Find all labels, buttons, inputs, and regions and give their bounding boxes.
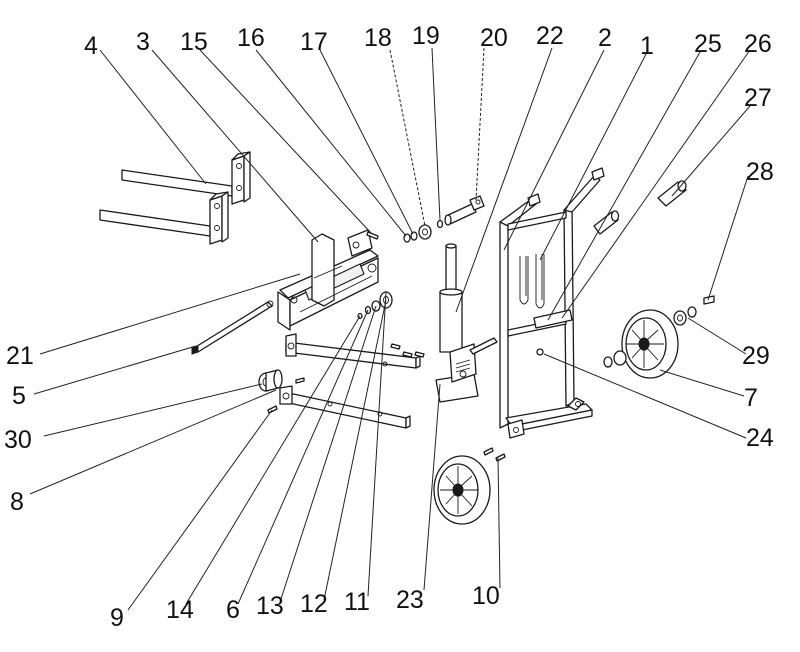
part-left-wheel <box>433 455 491 525</box>
part-27-grip-mounted <box>593 210 620 235</box>
callout-30: 30 <box>4 426 32 454</box>
callout-11: 11 <box>344 588 370 616</box>
callout-19: 19 <box>412 22 440 50</box>
callout-8: 8 <box>10 488 24 516</box>
callout-27: 27 <box>744 84 772 112</box>
small-washers-15-18 <box>366 224 432 243</box>
callout-20: 20 <box>480 24 508 52</box>
part-5-rod <box>191 300 274 355</box>
callout-25: 25 <box>694 30 722 58</box>
callout-23: 23 <box>396 586 424 614</box>
callout-28: 28 <box>746 158 774 186</box>
callout-2: 2 <box>598 24 612 52</box>
callout-16: 16 <box>237 24 265 52</box>
callout-1: 1 <box>640 32 654 60</box>
small-rings-11-13 <box>357 291 393 320</box>
callout-15: 15 <box>180 28 208 56</box>
part-23-pump <box>435 337 498 403</box>
leader-lines <box>29 47 751 611</box>
callout-13: 13 <box>256 592 284 620</box>
callout-12: 12 <box>300 590 328 618</box>
callout-4: 4 <box>84 32 98 60</box>
callout-22: 22 <box>536 22 564 50</box>
callout-14: 14 <box>166 596 194 624</box>
callout-3: 3 <box>136 28 150 56</box>
part-30-bushing <box>258 369 283 392</box>
callout-18: 18 <box>364 24 392 52</box>
callout-labels: 4 3 15 16 17 18 19 20 22 2 1 25 26 27 28… <box>4 22 774 632</box>
part-24-nut <box>536 348 544 356</box>
part-20-piston-top <box>436 195 485 229</box>
callout-6: 6 <box>226 596 240 624</box>
part-4-forks <box>99 151 251 245</box>
part-2-frame <box>499 167 605 439</box>
part-6-upper-bar <box>285 333 421 369</box>
callout-21: 21 <box>6 342 34 370</box>
part-22-cylinder <box>439 243 463 353</box>
callout-29: 29 <box>742 342 770 370</box>
callout-7: 7 <box>744 384 758 412</box>
part-3-carriage <box>277 229 379 331</box>
part-7-right-wheel <box>603 309 679 379</box>
callout-9: 9 <box>110 604 124 632</box>
part-9-lower-bar <box>279 385 411 429</box>
callout-17: 17 <box>300 28 328 56</box>
part-29-hub <box>673 306 697 326</box>
callout-26: 26 <box>744 30 772 58</box>
callout-24: 24 <box>746 424 774 452</box>
callout-5: 5 <box>12 382 26 410</box>
small-bolts <box>267 295 715 462</box>
callout-10: 10 <box>472 582 500 610</box>
